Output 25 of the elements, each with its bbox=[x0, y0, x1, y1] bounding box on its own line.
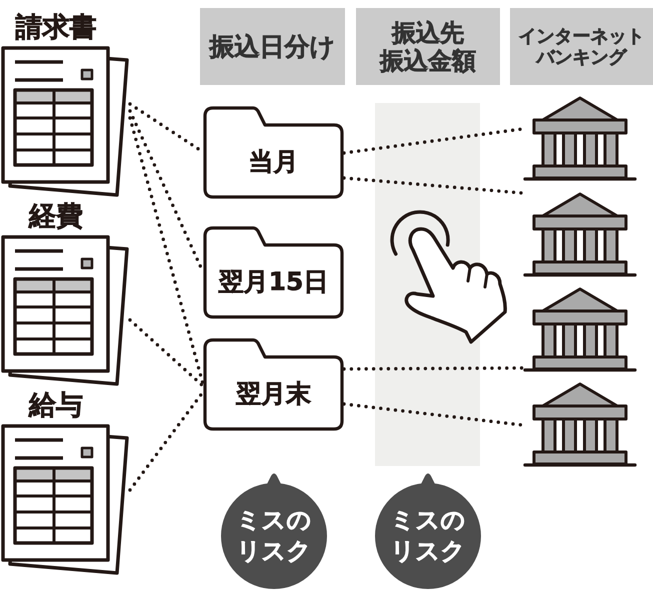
folder-label: 当月 bbox=[248, 147, 300, 177]
document-label: 経費 bbox=[27, 201, 84, 233]
bubble-text: ミスのリスク bbox=[390, 505, 466, 567]
bubble-text: ミスのリスク bbox=[236, 505, 312, 567]
bank-icon bbox=[522, 381, 638, 467]
dotted-line bbox=[128, 318, 205, 388]
column-header bbox=[356, 8, 500, 85]
dotted-line bbox=[342, 127, 524, 155]
dotted-line bbox=[342, 402, 524, 427]
header-label: 振込日分け bbox=[208, 32, 336, 62]
folder-label: 翌月15日 bbox=[218, 267, 330, 297]
dotted-line bbox=[342, 176, 524, 195]
bank-icon bbox=[522, 191, 638, 277]
bank-icon bbox=[522, 286, 638, 372]
document-label: 請求書 bbox=[14, 12, 98, 44]
document-label: 給与 bbox=[27, 390, 84, 422]
dotted-line bbox=[128, 116, 205, 386]
header-label: 振込先 bbox=[390, 18, 465, 46]
dotted-line bbox=[342, 366, 524, 371]
column-header bbox=[200, 8, 345, 85]
folder-label: 翌月末 bbox=[235, 379, 312, 409]
bank-icon bbox=[522, 95, 638, 181]
header-label: インターネットバンキング bbox=[517, 26, 646, 68]
column-header bbox=[510, 8, 653, 85]
header-label: 振込金額 bbox=[378, 46, 477, 74]
